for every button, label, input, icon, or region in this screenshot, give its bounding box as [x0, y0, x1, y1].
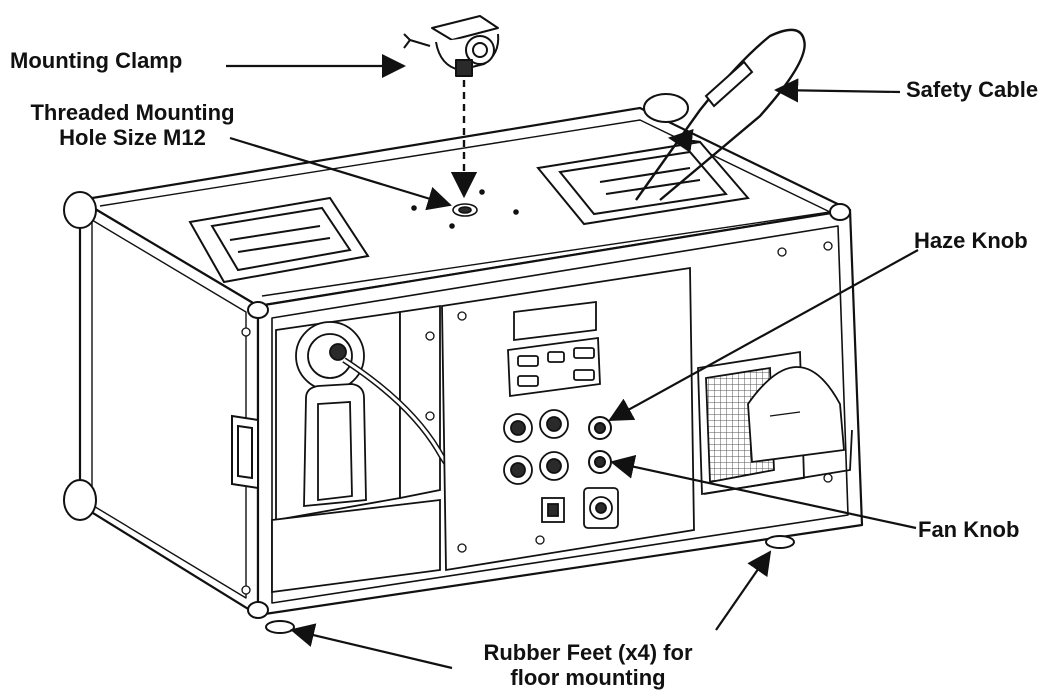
leader-fan-knob: [610, 454, 917, 530]
label-rubber-feet: Rubber Feet (x4) for floor mounting: [456, 640, 720, 690]
screws: [241, 241, 833, 595]
haze-knob-shape: [588, 416, 612, 440]
connectors: [503, 409, 619, 529]
label-mounting-clamp: Mounting Clamp: [10, 48, 183, 73]
top-handle-right: [536, 140, 750, 226]
label-fan-knob: Fan Knob: [918, 517, 1020, 542]
side-handle: [231, 414, 259, 490]
label-rubber-feet-line2: floor mounting: [510, 665, 666, 690]
label-threaded-hole-line1: Threaded Mounting: [30, 100, 235, 125]
leader-threaded-hole: [229, 136, 452, 211]
label-threaded-hole-line2: Hole Size M12: [59, 125, 206, 150]
label-rubber-feet-line1: Rubber Feet (x4) for: [483, 640, 693, 665]
fluid-compartment: [271, 304, 441, 594]
haze-outlet: [697, 350, 853, 496]
label-threaded-mounting-hole: Threaded Mounting Hole Size M12: [10, 100, 255, 150]
mounting-clamp-icon: [403, 15, 500, 77]
leader-haze-knob: [608, 249, 919, 421]
leader-safety-cable: [773, 78, 901, 103]
label-safety-cable: Safety Cable: [906, 77, 1039, 102]
corner-bumpers: [63, 93, 851, 619]
leader-rubber-feet-left: [290, 623, 453, 670]
leader-rubber-feet-right: [715, 550, 772, 631]
callout-lines: [226, 53, 919, 670]
top-handle-left: [188, 196, 370, 284]
threaded-mounting-hole: [411, 189, 519, 229]
lcd-display: [513, 300, 597, 342]
fan-knob-shape: [588, 450, 612, 474]
safety-cable-icon: [635, 28, 806, 201]
label-haze-knob: Haze Knob: [914, 228, 1028, 253]
